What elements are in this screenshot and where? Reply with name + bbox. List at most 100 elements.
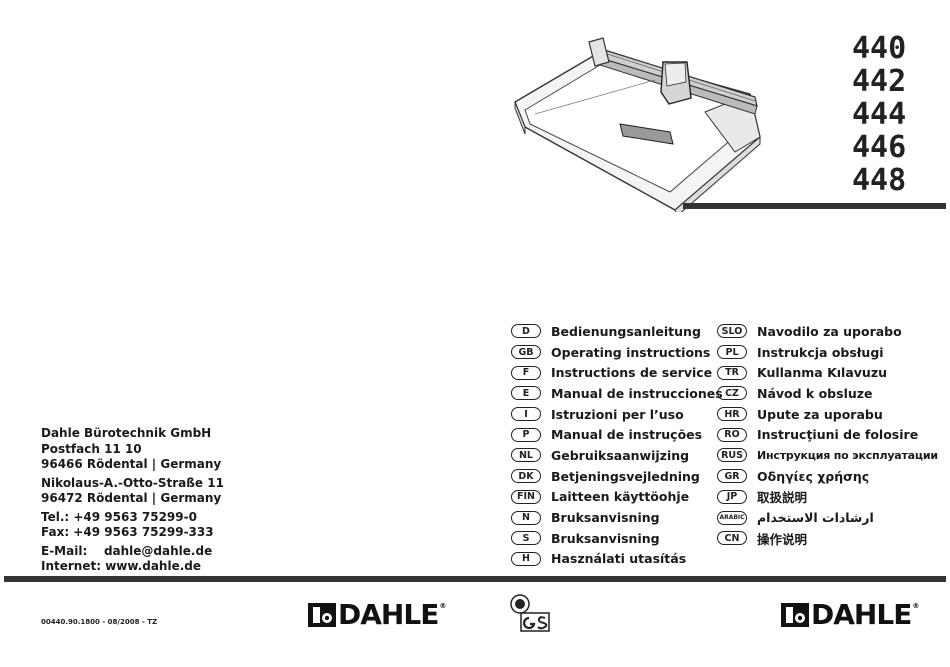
language-title: Manual de instrucciones bbox=[551, 385, 723, 401]
language-title: 操作说明 bbox=[757, 531, 808, 547]
language-code-badge: N bbox=[511, 510, 541, 525]
dahle-logo-mark-icon bbox=[781, 603, 809, 627]
language-code-badge: FIN bbox=[511, 489, 541, 504]
language-title: Kullanma Kılavuzu bbox=[757, 365, 887, 381]
language-item: TR Kullanma Kılavuzu bbox=[717, 362, 938, 383]
language-title: Bruksanvisning bbox=[551, 510, 660, 526]
language-item: RUS Инструкция по эксплуатации bbox=[717, 445, 938, 466]
language-code-badge: S bbox=[511, 531, 541, 546]
language-code-badge: SLO bbox=[717, 324, 747, 339]
address-group-phone: Tel.: +49 9563 75299-0 Fax: +49 9563 752… bbox=[41, 510, 224, 541]
language-item: ARABIC ارشادات الاستخدام bbox=[717, 507, 938, 528]
language-item: CZ Návod k obsluze bbox=[717, 383, 938, 404]
language-item: GB Operating instructions bbox=[511, 342, 723, 363]
language-item: N Bruksanvisning bbox=[511, 507, 723, 528]
language-item: RO Instrucţiuni de folosire bbox=[717, 424, 938, 445]
divider-top bbox=[683, 203, 946, 209]
language-title: Инструкция по эксплуатации bbox=[757, 448, 938, 462]
dahle-logo: DAHLE ® bbox=[307, 600, 446, 630]
divider-bottom bbox=[4, 576, 946, 582]
language-code-badge: CN bbox=[717, 531, 747, 546]
language-title: Használati utasítás bbox=[551, 551, 687, 567]
language-code-badge: P bbox=[511, 427, 541, 442]
language-item: S Bruksanvisning bbox=[511, 528, 723, 549]
language-code-badge: CZ bbox=[717, 386, 747, 401]
phone-line: Tel.: +49 9563 75299-0 bbox=[41, 509, 197, 524]
fax-line: Fax: +49 9563 75299-333 bbox=[41, 525, 214, 539]
language-code-badge: D bbox=[511, 324, 541, 339]
registered-mark: ® bbox=[912, 602, 920, 610]
language-item: H Használati utasítás bbox=[511, 549, 723, 570]
registered-mark: ® bbox=[439, 602, 447, 610]
brand-name: DAHLE bbox=[811, 598, 912, 631]
model-number: 448 bbox=[852, 163, 907, 198]
dahle-logo-right: DAHLE ® bbox=[780, 600, 919, 630]
language-item: E Manual de instrucciones bbox=[511, 383, 723, 404]
language-code-badge: E bbox=[511, 386, 541, 401]
company-address: Dahle Bürotechnik GmbH Postfach 11 10 96… bbox=[41, 426, 224, 578]
brand-name: DAHLE bbox=[338, 598, 439, 631]
language-code-badge: TR bbox=[717, 365, 747, 380]
language-item: P Manual de instruções bbox=[511, 424, 723, 445]
language-code-badge: ARABIC bbox=[717, 510, 747, 525]
address-line: Nikolaus-A.-Otto-Straße 11 bbox=[41, 475, 224, 490]
language-code-badge: H bbox=[511, 551, 541, 566]
address-group-web: E-Mail: dahle@dahle.de Internet: www.dah… bbox=[41, 544, 224, 575]
language-title: Istruzioni per l’uso bbox=[551, 406, 684, 422]
model-number: 442 bbox=[852, 64, 907, 99]
language-item: SLO Navodilo za uporabo bbox=[717, 321, 938, 342]
language-title: Οδηγίες χρήσης bbox=[757, 468, 870, 484]
email-line: E-Mail: dahle@dahle.de bbox=[41, 543, 213, 558]
language-code-badge: RO bbox=[717, 427, 747, 442]
address-line: 96472 Rödental | Germany bbox=[41, 491, 222, 505]
model-number-list: 440 442 444 446 448 bbox=[852, 32, 906, 197]
website-line: Internet: www.dahle.de bbox=[41, 559, 202, 573]
language-item: GR Οδηγίες χρήσης bbox=[717, 466, 938, 487]
document-code: 00440.90.1800 - 08/2008 - TZ bbox=[41, 618, 158, 626]
language-title: ارشادات الاستخدام bbox=[757, 510, 874, 526]
model-number: 446 bbox=[852, 130, 907, 165]
rolling-trimmer-illustration bbox=[514, 37, 761, 212]
language-title: Návod k obsluze bbox=[757, 385, 873, 401]
address-line: Postfach 11 10 bbox=[41, 441, 142, 456]
language-title: Instructions de service bbox=[551, 365, 713, 381]
language-title: Gebruiksaanwijzing bbox=[551, 447, 690, 463]
language-title: Bruksanvisning bbox=[551, 530, 660, 546]
language-code-badge: GR bbox=[717, 469, 747, 484]
address-line: 96466 Rödental | Germany bbox=[41, 457, 222, 471]
language-code-badge: PL bbox=[717, 345, 747, 360]
language-code-badge: HR bbox=[717, 407, 747, 422]
language-code-badge: I bbox=[511, 407, 541, 422]
language-title: Laitteen käyttöohje bbox=[551, 489, 690, 505]
language-code-badge: NL bbox=[511, 448, 541, 463]
address-group-street: Nikolaus-A.-Otto-Straße 11 96472 Rödenta… bbox=[41, 476, 224, 507]
address-line: Dahle Bürotechnik GmbH bbox=[41, 426, 212, 440]
address-group-company: Dahle Bürotechnik GmbH Postfach 11 10 96… bbox=[41, 426, 224, 473]
language-title: Manual de instruções bbox=[551, 427, 703, 443]
language-item: CN 操作说明 bbox=[717, 528, 938, 549]
gs-certification-icon bbox=[510, 594, 550, 632]
language-code-badge: GB bbox=[511, 345, 541, 360]
language-code-badge: F bbox=[511, 365, 541, 380]
language-code-badge: RUS bbox=[717, 448, 747, 463]
language-title: Upute za uporabu bbox=[757, 406, 883, 422]
language-item: F Instructions de service bbox=[511, 362, 723, 383]
language-title: Instrukcja obsługi bbox=[757, 344, 884, 360]
language-title: Navodilo za uporabo bbox=[757, 323, 902, 339]
language-code-badge: DK bbox=[511, 469, 541, 484]
language-title: Operating instructions bbox=[551, 344, 711, 360]
language-item: NL Gebruiksaanwijzing bbox=[511, 445, 723, 466]
language-title: Instrucţiuni de folosire bbox=[757, 427, 919, 443]
language-item: DK Betjeningsvejledning bbox=[511, 466, 723, 487]
language-item: I Istruzioni per l’uso bbox=[511, 404, 723, 425]
language-item: PL Instrukcja obsługi bbox=[717, 342, 938, 363]
model-number: 440 bbox=[852, 31, 907, 66]
language-item: HR Upute za uporabu bbox=[717, 404, 938, 425]
model-number: 444 bbox=[852, 97, 907, 132]
language-title: Betjeningsvejledning bbox=[551, 468, 700, 484]
language-code-badge: JP bbox=[717, 489, 747, 504]
